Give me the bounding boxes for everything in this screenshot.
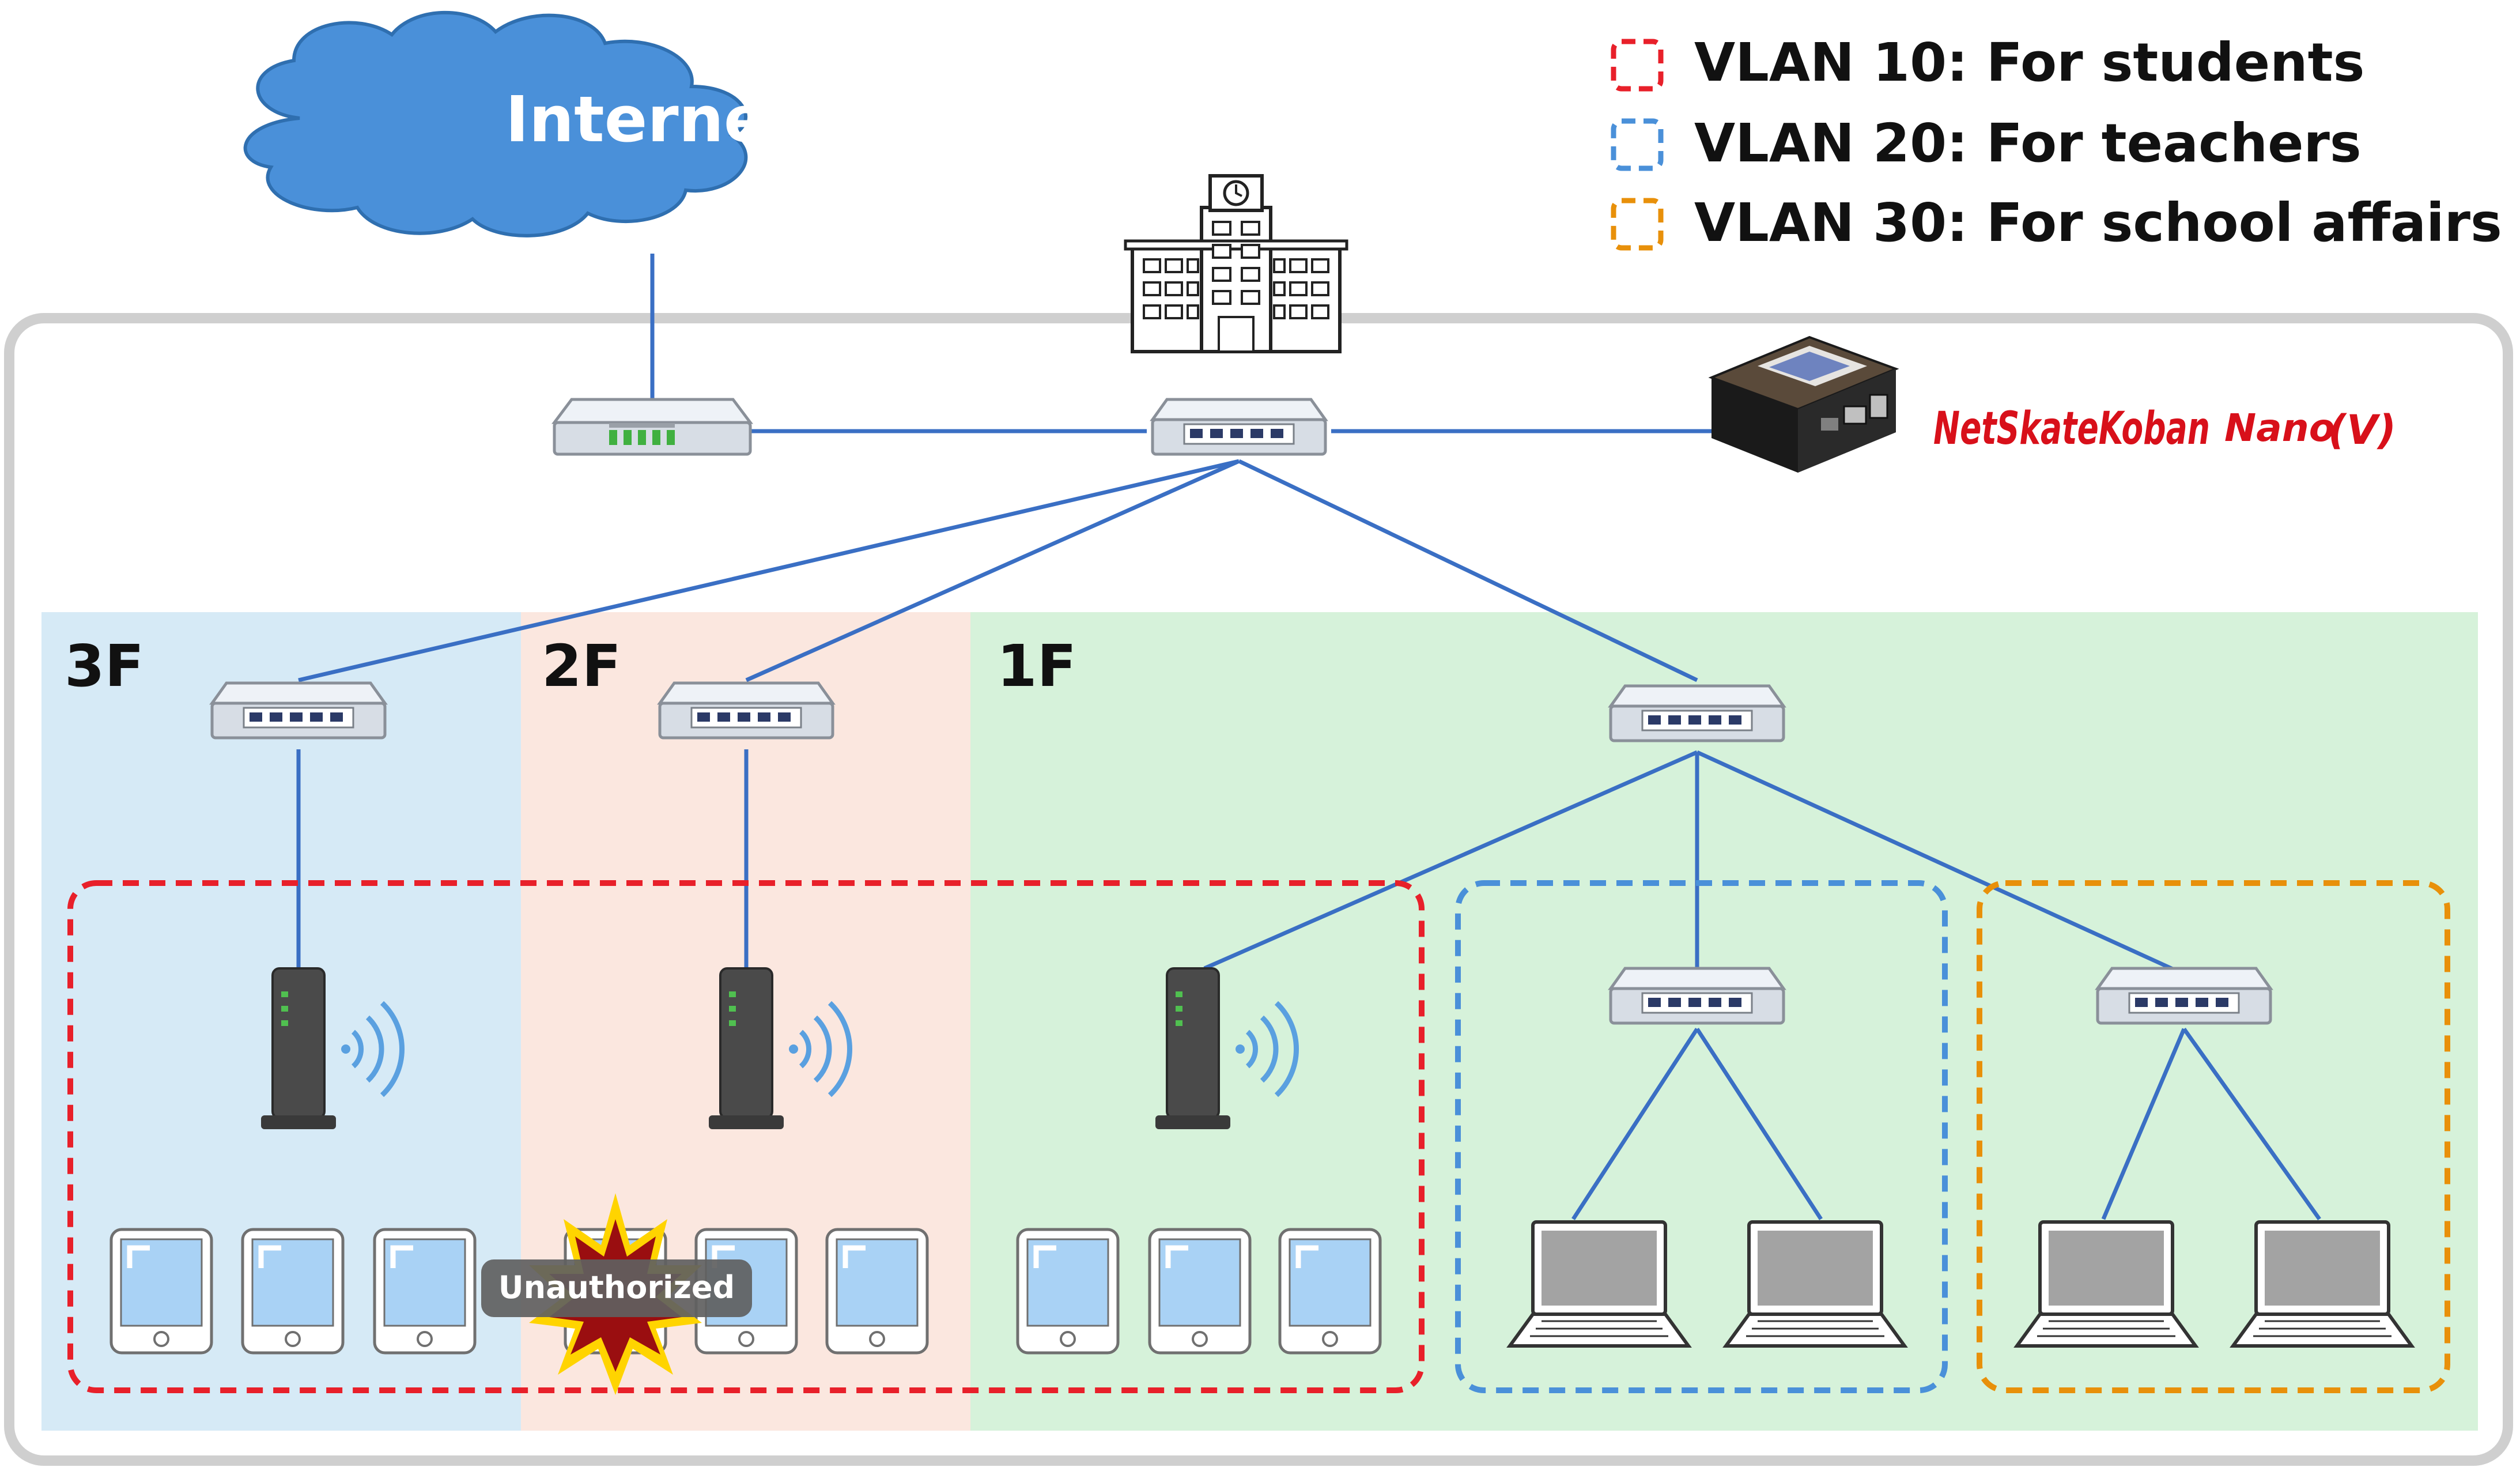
tablet-icon	[1150, 1229, 1250, 1353]
switch-1f-icon	[1611, 686, 1784, 741]
legend: VLAN 10: For students VLAN 20: For teach…	[1611, 32, 2502, 254]
tablet-icon	[1018, 1229, 1118, 1353]
core-switch-icon	[1153, 399, 1325, 454]
switch-teachers-icon	[1611, 968, 1784, 1023]
switch-school-affairs-icon	[2098, 968, 2270, 1023]
brand-logo: NetSkateKoban Nano (V)	[1933, 403, 2396, 455]
switch-3f-icon	[212, 683, 385, 738]
legend-label-vlan-30: VLAN 30: For school affairs	[1694, 192, 2502, 254]
laptop-icon	[2233, 1222, 2412, 1346]
tablet-icon	[375, 1229, 475, 1353]
laptop-icon	[1510, 1222, 1688, 1346]
network-links	[296, 254, 2321, 1221]
school-building-icon	[1124, 174, 1348, 353]
floor-label-2f: 2F	[542, 632, 621, 700]
tablet-icon	[1280, 1229, 1380, 1353]
vlan-20-group	[1455, 880, 1948, 1393]
tablet-icon	[827, 1229, 927, 1353]
router-icon	[554, 399, 750, 454]
internet-label: Internet	[505, 82, 797, 156]
legend-label-vlan-10: VLAN 10: For students	[1694, 32, 2364, 93]
floor-label-3f: 3F	[65, 632, 144, 700]
netskatekoban-device-icon	[1708, 335, 1899, 473]
laptop-icon	[2017, 1222, 2196, 1346]
unauthorized-badge: Unauthorized	[481, 1259, 752, 1317]
brand-suffix: Nano	[2224, 406, 2335, 450]
legend-swatch-vlan-20	[1611, 118, 1664, 171]
legend-label-vlan-20: VLAN 20: For teachers	[1694, 112, 2362, 174]
brand-name: NetSkateKoban	[1933, 403, 2210, 455]
cloud-icon: Internet	[243, 10, 797, 237]
legend-swatch-vlan-10	[1611, 39, 1664, 92]
tablet-icon	[111, 1229, 211, 1353]
tablet-icon	[243, 1229, 343, 1353]
floor-label-1f: 1F	[997, 632, 1076, 700]
brand-version: (V)	[2328, 406, 2396, 454]
laptop-icon	[1726, 1222, 1905, 1346]
unauthorized-label: Unauthorized	[498, 1269, 735, 1306]
switch-2f-icon	[660, 683, 833, 738]
legend-swatch-vlan-30	[1611, 198, 1664, 251]
vlan-10-group	[67, 880, 1425, 1393]
